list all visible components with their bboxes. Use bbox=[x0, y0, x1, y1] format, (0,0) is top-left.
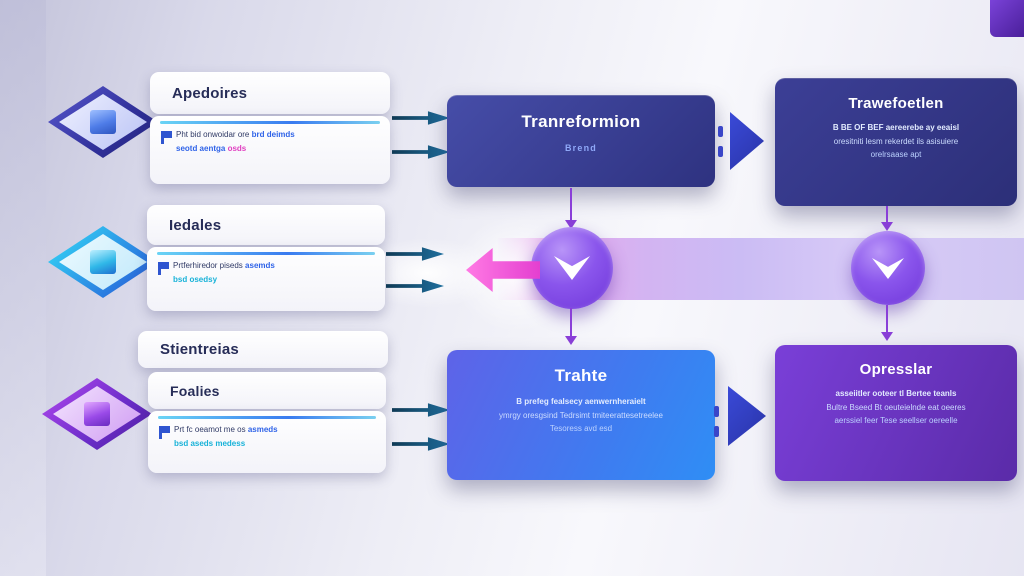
center-bottom-line2: ymrgy oresgsind Tedrsimt tmiteerattesetr… bbox=[499, 410, 663, 420]
accent-line bbox=[160, 121, 380, 124]
diamond-icon-purple bbox=[42, 378, 152, 450]
right-chevron-icon bbox=[728, 386, 766, 446]
right-top-line1: B BE OF BEF aereerebe ay eeaisl bbox=[832, 123, 960, 132]
right-top-line2: oresitniti lesm rekerdet ils asisuiere bbox=[833, 136, 959, 146]
row3-line2-text: bsd aseds medess bbox=[174, 439, 246, 449]
row2-body-text: Prtferhiredor piseds asemds bsd osedsy bbox=[173, 259, 379, 288]
row1-line1-text: Pht bid onwoidar ore bbox=[176, 130, 250, 139]
connector-line bbox=[570, 308, 572, 336]
flag-icon bbox=[159, 426, 170, 439]
card-body-row1: Pht bid onwoidar ore brd deimds seotd ae… bbox=[150, 116, 390, 184]
row1-title: Apedoires bbox=[172, 84, 248, 102]
row1-line2-highlight: osds bbox=[227, 144, 247, 154]
dash-icon bbox=[714, 426, 719, 437]
connector-line bbox=[886, 305, 888, 332]
node-box-right-top: Trawefoetlen B BE OF BEF aereerebe ay ee… bbox=[775, 78, 1017, 206]
node-circle-center bbox=[531, 227, 613, 309]
cube-icon bbox=[90, 250, 116, 274]
row3-line1-text: Prt fc oeamot me os bbox=[174, 425, 246, 434]
center-top-title: Tranreformion bbox=[521, 112, 641, 131]
right-arrow-icon bbox=[392, 111, 450, 125]
right-bottom-title: Opresslar bbox=[859, 361, 933, 378]
row2-line1-highlight: asemds bbox=[245, 261, 275, 270]
dash-icon bbox=[718, 146, 723, 157]
cube-icon bbox=[84, 402, 110, 426]
down-arrowhead-icon bbox=[881, 222, 893, 231]
right-chevron-icon bbox=[730, 112, 764, 170]
row1-line2-text: seotd aentga bbox=[176, 144, 226, 154]
dash-icon bbox=[714, 406, 719, 417]
right-bottom-line1: asseiitler ooteer tl Bertee teanls bbox=[835, 389, 957, 398]
dash-icon bbox=[718, 126, 723, 137]
accent-line bbox=[158, 416, 376, 419]
row1-body-text: Pht bid onwoidar ore brd deimds seotd ae… bbox=[176, 128, 384, 157]
row2-line2-text: bsd osedsy bbox=[173, 275, 218, 285]
flag-icon bbox=[161, 131, 172, 144]
card-body-row2: Prtferhiredor piseds asemds bsd osedsy bbox=[147, 247, 385, 311]
right-top-title: Trawefoetlen bbox=[848, 95, 944, 112]
right-bottom-line3: aerssiel feer Tese seellser oereelle bbox=[834, 416, 958, 426]
row1-line1-highlight: brd deimds bbox=[251, 130, 295, 139]
flag-icon bbox=[158, 262, 169, 275]
card-section-title-row3: Stientreias bbox=[138, 331, 388, 368]
down-arrowhead-icon bbox=[565, 336, 577, 345]
card-title-row3: Foalies bbox=[148, 372, 386, 409]
diamond-icon-blue bbox=[48, 86, 158, 158]
row2-line1-text: Prtferhiredor piseds bbox=[173, 261, 243, 270]
connector-line bbox=[570, 188, 572, 220]
accent-line bbox=[157, 252, 375, 255]
card-title-row2: Iedales bbox=[147, 205, 385, 245]
card-body-row3: Prt fc oeamot me os asmeds bsd aseds med… bbox=[148, 411, 386, 473]
right-arrow-icon bbox=[392, 437, 450, 451]
row2-title: Iedales bbox=[169, 216, 222, 234]
right-arrow-icon bbox=[392, 403, 450, 417]
node-box-transform-bottom: Trahte B prefeg fealsecy aenwernheraielt… bbox=[447, 350, 715, 480]
connector-line bbox=[886, 206, 888, 222]
center-bottom-line1: B prefeg fealsecy aenwernheraielt bbox=[516, 397, 646, 406]
row3-line1-highlight: asmeds bbox=[247, 425, 278, 434]
left-edge-gradient bbox=[0, 0, 46, 576]
down-arrow-icon bbox=[554, 256, 590, 280]
down-arrow-icon bbox=[872, 258, 904, 279]
row3-body-text: Prt fc oeamot me os asmeds bsd aseds med… bbox=[174, 423, 380, 452]
down-arrowhead-icon bbox=[881, 332, 893, 341]
center-top-subtitle: Brend bbox=[564, 143, 597, 153]
down-arrowhead-icon bbox=[565, 220, 577, 229]
cube-icon bbox=[90, 110, 116, 134]
card-title-row1: Apedoires bbox=[150, 72, 390, 114]
right-arrow-icon bbox=[392, 145, 450, 159]
right-top-line3: orelrsaase apt bbox=[870, 150, 922, 160]
corner-accent-square bbox=[990, 0, 1024, 37]
node-circle-right bbox=[851, 231, 925, 305]
node-box-transform-top: Tranreformion Brend bbox=[447, 95, 715, 187]
right-bottom-line2: Bultre Bseed Bt oeuteielnde eat oeeres bbox=[826, 402, 966, 412]
diamond-icon-cyan bbox=[48, 226, 158, 298]
center-bottom-title: Trahte bbox=[554, 366, 608, 385]
node-box-right-bottom: Opresslar asseiitler ooteer tl Bertee te… bbox=[775, 345, 1017, 481]
center-bottom-line3: Tesoress avd esd bbox=[549, 424, 613, 434]
row3-section-title: Stientreias bbox=[160, 341, 239, 358]
row3-title: Foalies bbox=[170, 382, 220, 399]
